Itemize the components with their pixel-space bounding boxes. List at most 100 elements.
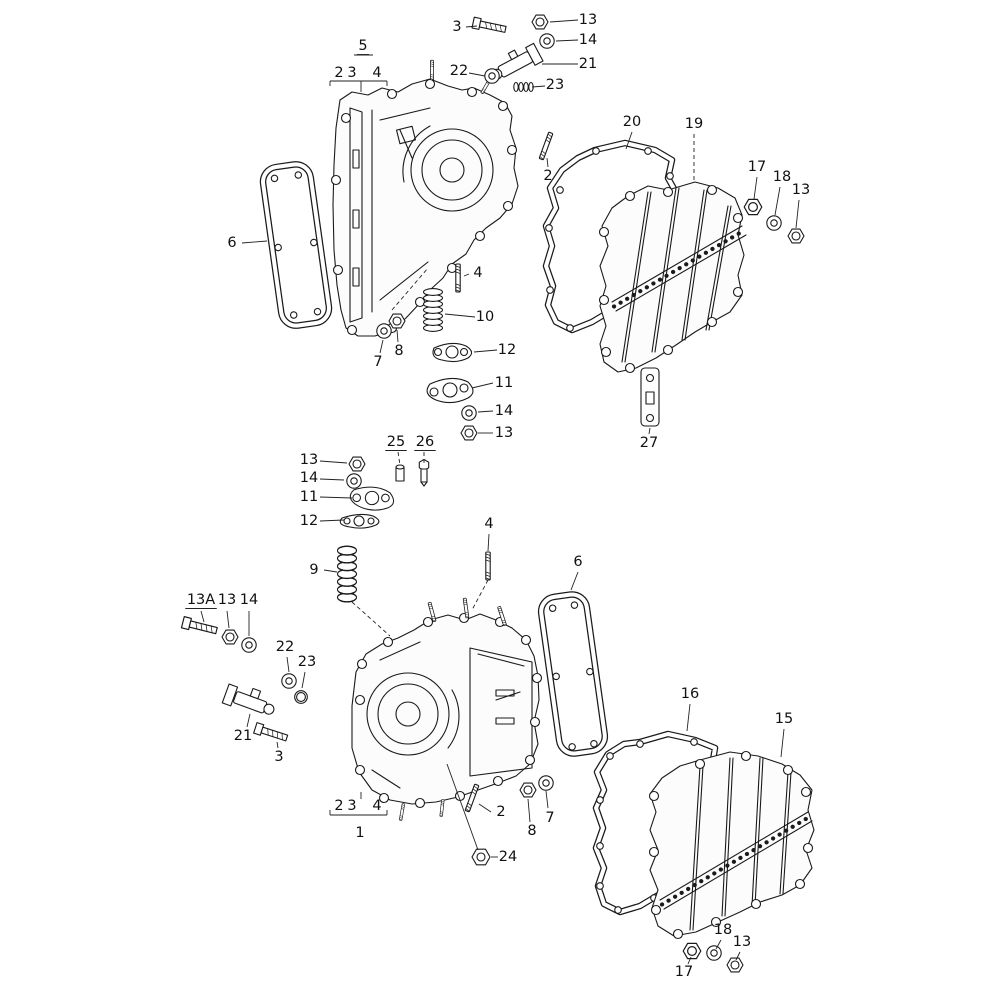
part-callout-4: 4: [372, 65, 381, 81]
leader-line: [473, 349, 498, 353]
leader-line: [301, 671, 306, 689]
leader-lines: [185, 19, 800, 965]
lower-timing-housing: [351, 597, 543, 821]
part-callout-23: 23: [546, 77, 564, 93]
nut-8-part: [519, 782, 537, 798]
washer-22-part: [484, 68, 500, 84]
part-callout-23: 23: [298, 654, 316, 670]
leader-line: [379, 339, 384, 354]
leader-line: [471, 382, 494, 389]
screw-3-part: [253, 722, 289, 744]
leader-line: [780, 728, 785, 758]
leader-line: [687, 956, 692, 965]
leader-line: [795, 199, 800, 229]
part-callout-13: 13: [792, 182, 810, 198]
part-callout-17: 17: [675, 964, 693, 980]
gasket-12-part: [339, 513, 380, 529]
stud-part: [439, 799, 445, 817]
leader-line: [463, 273, 470, 277]
part-callout-13: 13: [579, 12, 597, 28]
part-callout-8: 8: [527, 823, 536, 839]
leader-line: [319, 519, 345, 522]
stud-part: [398, 803, 406, 821]
washer-14-part: [241, 637, 257, 653]
bracket-line: [471, 579, 489, 611]
part-callout-27: 27: [640, 435, 658, 451]
stud-4-part: [485, 551, 491, 581]
part-callout-20: 20: [623, 114, 641, 130]
part-callout-14: 14: [300, 470, 318, 486]
part-callout-7: 7: [545, 810, 554, 826]
part-callout-19: 19: [685, 116, 703, 132]
part-callout-21: 21: [579, 56, 597, 72]
leader-line: [735, 951, 741, 961]
part-callout-13: 13: [733, 934, 751, 950]
bracket-11-part: [426, 377, 474, 404]
union-21-part: [221, 683, 275, 715]
leader-line: [241, 240, 268, 244]
leader-line: [286, 656, 290, 673]
part-callout-16: 16: [681, 686, 699, 702]
washer-18-part: [706, 945, 722, 961]
leader-line: [625, 131, 633, 150]
part-callout-24: 24: [499, 849, 517, 865]
leader-line: [319, 496, 353, 499]
part-callout-13: 13: [495, 425, 513, 441]
bracket-line: [446, 763, 479, 851]
nut-13-part: [221, 629, 239, 645]
nut-17-part: [682, 942, 702, 960]
screw-3-part: [471, 16, 508, 36]
part-callout-12: 12: [300, 513, 318, 529]
leader-line: [570, 571, 579, 591]
leader-line: [477, 410, 494, 413]
part-callout-26: 26: [416, 434, 434, 450]
leader-line: [397, 451, 401, 466]
part-callout-13A: 13A: [187, 592, 215, 608]
tensioner-spring-9: [336, 545, 358, 603]
stud-part: [430, 59, 434, 81]
part-callout-3: 3: [347, 65, 356, 81]
leader-line: [444, 313, 476, 318]
part-callout-13: 13: [300, 452, 318, 468]
retainer-27: [640, 367, 660, 427]
leader-line: [465, 25, 478, 28]
leader-line: [468, 72, 486, 77]
part-callout-1: 1: [355, 825, 364, 841]
part-callout-4: 4: [484, 516, 493, 532]
part-callout-11: 11: [300, 489, 318, 505]
valve-26-part: [418, 458, 430, 487]
part-callout-11: 11: [495, 375, 513, 391]
leader-line: [226, 610, 230, 629]
leader-line: [527, 798, 531, 823]
part-callout-2: 2: [496, 804, 505, 820]
spring-23-part: [513, 81, 534, 93]
bracket-11-part: [349, 486, 395, 511]
washer-14-part: [346, 473, 362, 489]
part-callout-4: 4: [473, 265, 482, 281]
part-callout-18: 18: [714, 922, 732, 938]
leader-line: [246, 713, 251, 728]
nut-13-part: [348, 456, 366, 472]
leader-line: [549, 19, 579, 23]
stud-2-part: [538, 131, 554, 161]
washer-14-part: [461, 405, 477, 421]
leader-line: [531, 85, 546, 88]
tensioner-spring-10: [422, 288, 444, 332]
part-callout-3: 3: [452, 19, 461, 35]
washer-14-part: [539, 33, 555, 49]
piston-25-part: [395, 464, 405, 482]
part-callout-14: 14: [495, 403, 513, 419]
nut-13-part: [726, 957, 744, 973]
screw-13A-part: [180, 616, 219, 637]
part-callout-5: 5: [358, 38, 367, 54]
part-callout-15: 15: [775, 711, 793, 727]
leader-line: [648, 427, 651, 435]
chain-cover-19: [598, 181, 747, 374]
washer-18-part: [766, 215, 782, 231]
part-callout-13: 13: [218, 592, 236, 608]
leader-line: [396, 329, 399, 343]
washer-7-part: [538, 775, 554, 791]
part-callout-2: 2: [543, 168, 552, 184]
